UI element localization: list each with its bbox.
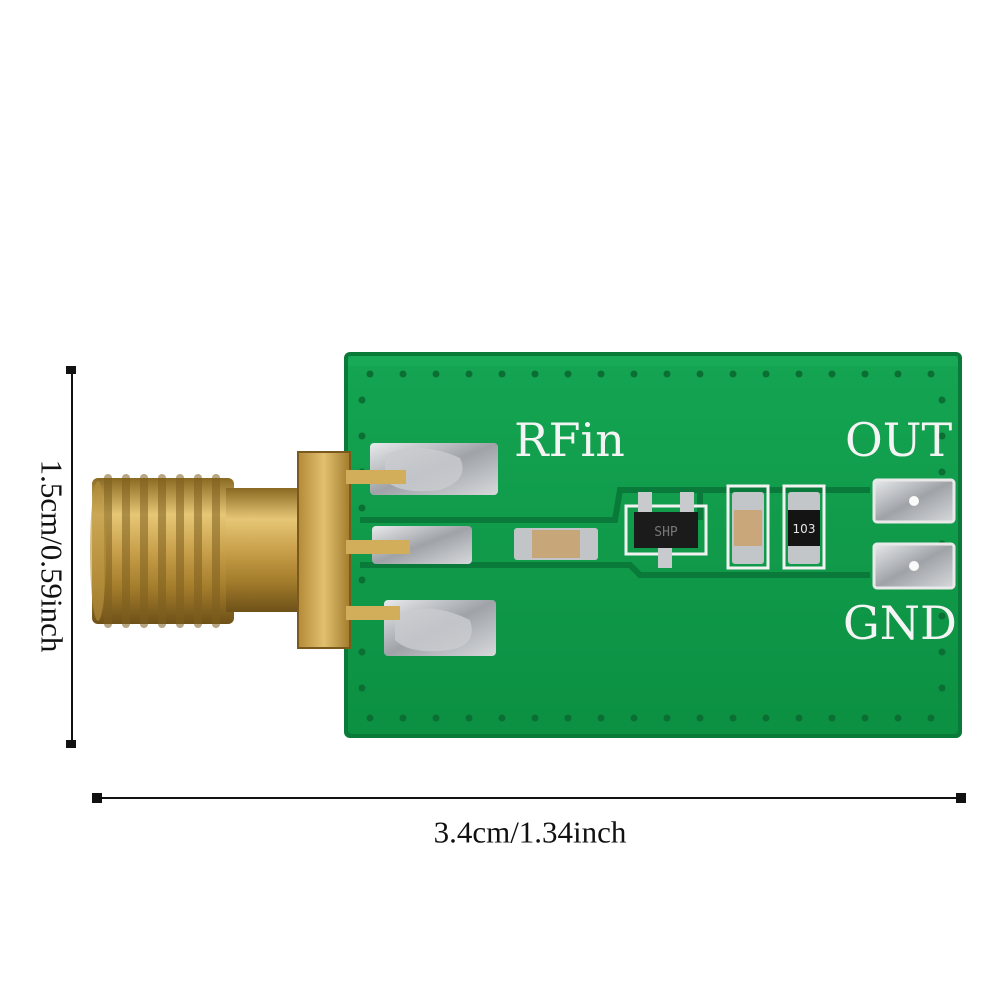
via-dot xyxy=(762,714,770,722)
via-dot xyxy=(366,714,374,722)
via-dot xyxy=(894,370,902,378)
via-dot xyxy=(795,714,803,722)
height-dimension-line xyxy=(66,366,76,748)
smd-capacitor-output xyxy=(726,484,770,570)
via-dot xyxy=(358,396,366,404)
via-dot xyxy=(366,370,374,378)
resistor-code: 103 xyxy=(793,522,816,536)
via-dot xyxy=(927,370,935,378)
via-dot xyxy=(358,432,366,440)
rfin-silkscreen-label: RFin xyxy=(514,413,625,467)
ic-marking: SHP xyxy=(654,525,678,540)
via-dot xyxy=(938,396,946,404)
smd-capacitor-input xyxy=(514,528,598,560)
via-dot xyxy=(696,714,704,722)
thread-ridge xyxy=(212,474,220,628)
height-dimension-text: 1.5cm/0.59inch xyxy=(34,459,70,653)
gnd-pad xyxy=(872,542,956,590)
thread-ridge xyxy=(176,474,184,628)
width-dimension-line xyxy=(92,793,966,803)
via-dot xyxy=(597,370,605,378)
via-dot xyxy=(894,714,902,722)
smd-resistor: 103 xyxy=(782,484,826,570)
via-dot xyxy=(358,504,366,512)
via-dot xyxy=(938,432,946,440)
thread-ridge xyxy=(194,474,202,628)
via-dot xyxy=(531,370,539,378)
via-dot xyxy=(927,714,935,722)
via-dot xyxy=(729,370,737,378)
out-pad xyxy=(872,478,956,524)
detector-ic: SHP xyxy=(624,492,708,568)
bottom-ground-pad xyxy=(384,600,496,656)
thread-ridge xyxy=(140,474,148,628)
via-dot xyxy=(531,714,539,722)
via-dot xyxy=(630,714,638,722)
via-dot xyxy=(938,468,946,476)
thread-ridge xyxy=(122,474,130,628)
via-dot xyxy=(861,370,869,378)
via-dot xyxy=(828,714,836,722)
width-dimension-text: 3.4cm/1.34inch xyxy=(433,814,627,850)
thread-ridge xyxy=(104,474,112,628)
via-dot xyxy=(663,714,671,722)
sma-connector xyxy=(90,451,410,649)
connector-threads xyxy=(104,474,220,628)
via-dot xyxy=(828,370,836,378)
via-dot xyxy=(663,370,671,378)
via-dot xyxy=(432,370,440,378)
via-dot xyxy=(938,612,946,620)
via-dot xyxy=(358,648,366,656)
via-dot xyxy=(564,370,572,378)
via-dot xyxy=(399,714,407,722)
via-dot xyxy=(795,370,803,378)
top-ground-pad xyxy=(370,443,498,495)
via-dot xyxy=(938,648,946,656)
via-dot xyxy=(597,714,605,722)
via-dot xyxy=(358,684,366,692)
via-dot xyxy=(465,714,473,722)
via-dot xyxy=(498,370,506,378)
via-dot xyxy=(696,370,704,378)
via-dot xyxy=(861,714,869,722)
via-dot xyxy=(399,370,407,378)
via-dot xyxy=(358,576,366,584)
via-dot xyxy=(762,370,770,378)
via-dot xyxy=(729,714,737,722)
gnd-silkscreen-label: GND xyxy=(843,596,957,650)
via-dot xyxy=(938,684,946,692)
via-dot xyxy=(465,370,473,378)
out-silkscreen-label: OUT xyxy=(845,413,953,467)
via-dot xyxy=(630,370,638,378)
via-dot xyxy=(564,714,572,722)
via-dot xyxy=(432,714,440,722)
thread-ridge xyxy=(158,474,166,628)
center-signal-pad xyxy=(372,526,472,564)
via-dot xyxy=(498,714,506,722)
